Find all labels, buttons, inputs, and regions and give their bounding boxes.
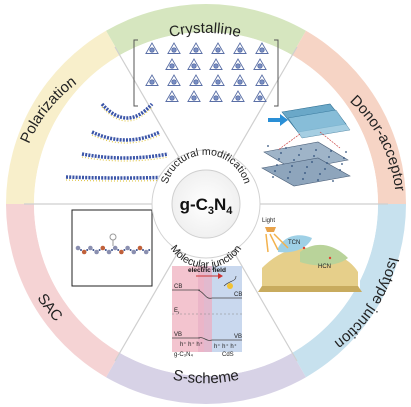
isotype-light-label: Light <box>262 218 275 224</box>
s-scheme-vb-right: VB <box>234 334 242 340</box>
sector-polarization <box>6 30 120 204</box>
sector-crystalline <box>106 3 306 56</box>
s-scheme-holes-right: h⁺ h⁺ h⁺ <box>214 343 237 350</box>
isotype-tcn-label: TCN <box>288 240 300 246</box>
crystalline-structure-image <box>133 39 279 107</box>
s-scheme-electric-field-label: electric field <box>188 267 226 274</box>
sector-donor-acceptor <box>292 30 406 204</box>
polarization-layers-image <box>65 102 177 182</box>
s-scheme-vb-left: VB <box>174 332 182 338</box>
sector-s-scheme <box>106 352 306 404</box>
center-inner-circle <box>171 169 241 239</box>
isotype-hcn-label: HCN <box>318 264 331 270</box>
center-title: g-C3N4 <box>180 195 234 217</box>
isotype-junction-image: Light TCN HCN <box>256 213 362 292</box>
label-s-scheme: S-scheme <box>172 367 241 388</box>
s-scheme-holes-left: h⁺ h⁺ h⁺ <box>180 341 203 348</box>
sector-isotype-junction <box>292 204 406 378</box>
s-scheme-ef-label: Ef <box>174 308 180 315</box>
s-scheme-cb-right: CB <box>234 292 242 298</box>
sector-sac <box>5 204 120 378</box>
outer-ring <box>5 3 406 404</box>
sac-structure-image <box>71 209 153 287</box>
s-scheme-band-diagram: electric field CB CB Ef VB VB h⁺ h⁺ h⁺ h… <box>172 266 242 358</box>
s-scheme-cds-label: CdS <box>222 352 234 358</box>
s-scheme-gcn-label: g-C₃N₄ <box>174 352 193 358</box>
s-scheme-cb-left: CB <box>174 284 182 290</box>
donor-acceptor-layers-image <box>261 103 351 187</box>
label-crystalline: Crystalline <box>168 20 243 41</box>
